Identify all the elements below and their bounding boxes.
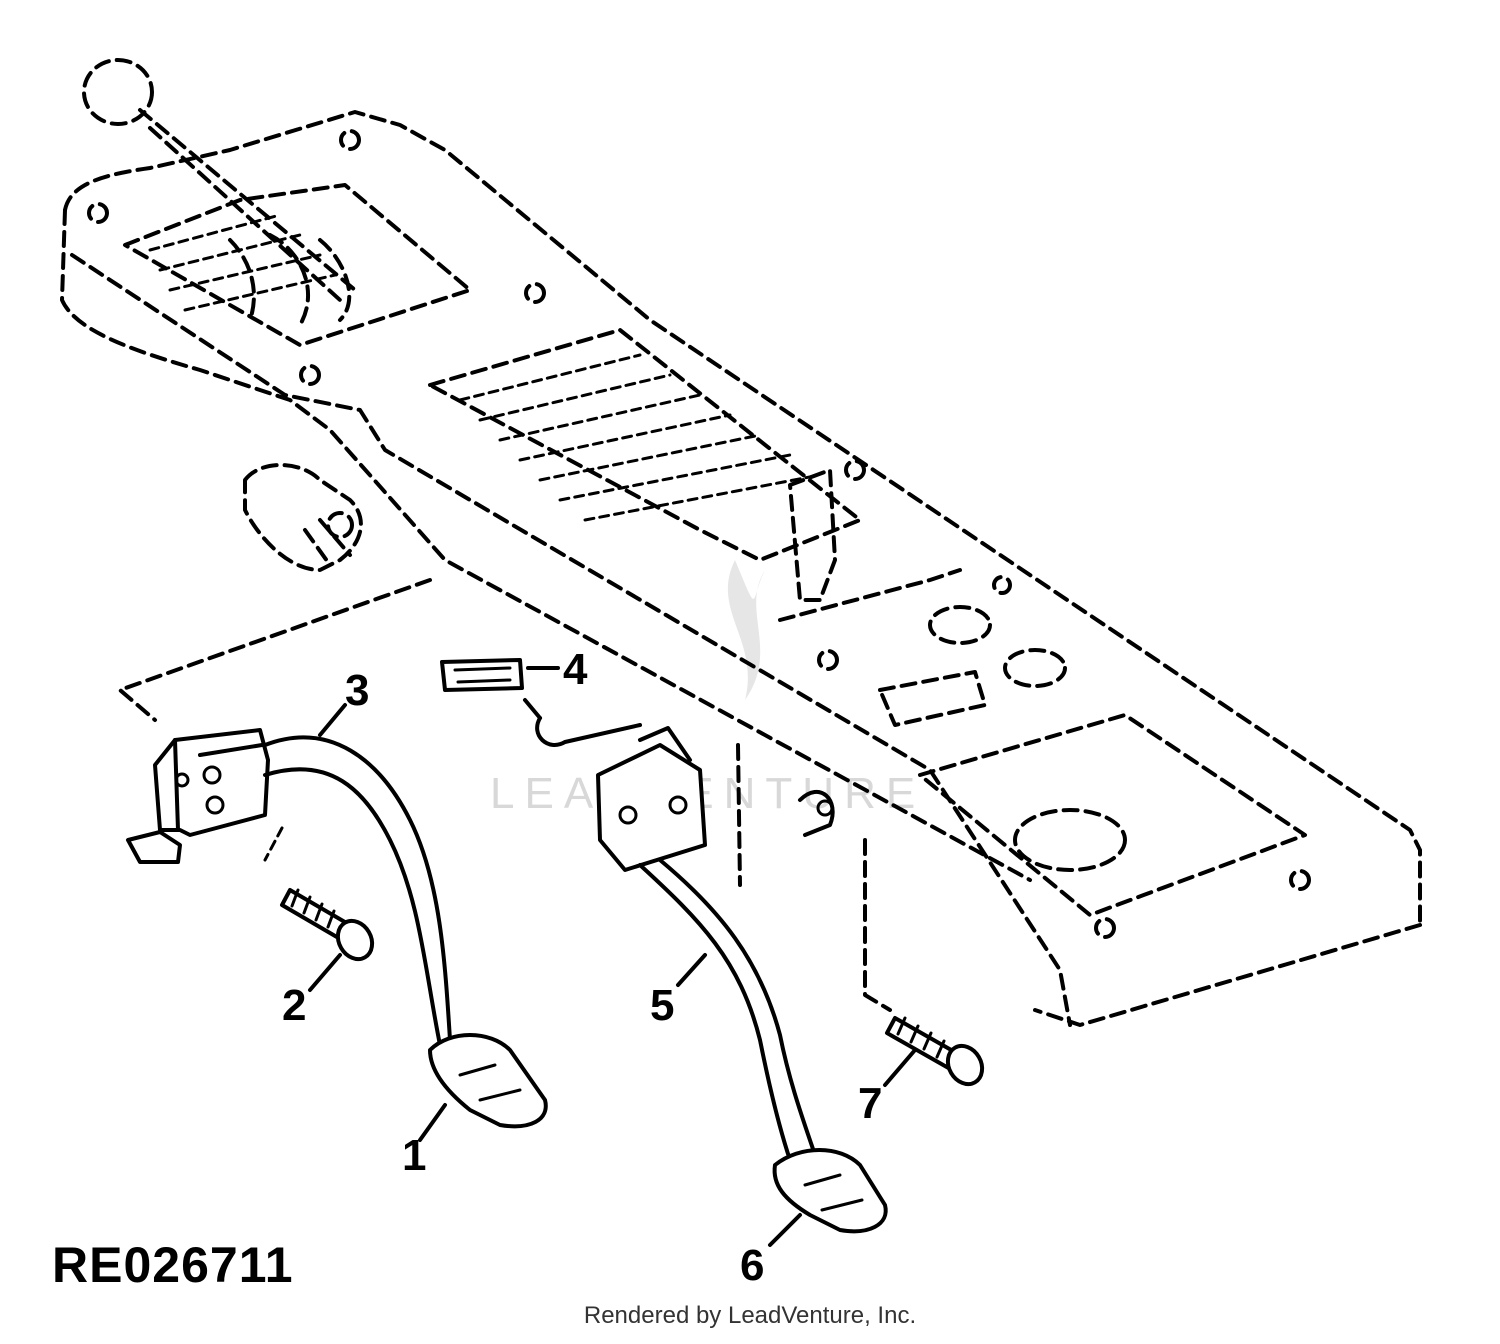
switch-opening bbox=[878, 670, 987, 727]
ground-hole bbox=[816, 799, 834, 817]
clip-4-body bbox=[440, 658, 524, 692]
connector-6-body bbox=[772, 1148, 888, 1234]
alignment-lines bbox=[118, 578, 892, 1012]
switch-5-terminal bbox=[668, 795, 688, 815]
vent-grille bbox=[428, 328, 862, 562]
mount-bracket bbox=[243, 463, 363, 572]
left-alignment-line bbox=[118, 578, 432, 722]
hole bbox=[844, 459, 866, 481]
connector-1[interactable] bbox=[428, 1033, 548, 1129]
housing-left-edge bbox=[60, 208, 1032, 882]
vent-grille-slats bbox=[458, 353, 822, 522]
shift-plate bbox=[123, 183, 472, 347]
leader-6 bbox=[768, 1213, 802, 1247]
clip-4[interactable] bbox=[440, 658, 524, 692]
reference-code: RE026711 bbox=[52, 1237, 294, 1293]
switch-5[interactable] bbox=[535, 716, 707, 872]
screw-7[interactable] bbox=[885, 1016, 989, 1090]
housing-right-bottom-edge bbox=[1033, 923, 1422, 1027]
callout-5[interactable]: 5 bbox=[650, 981, 674, 1030]
callout-3[interactable]: 3 bbox=[345, 666, 369, 715]
leader-4-clip bbox=[523, 698, 542, 720]
bracket-bolt bbox=[326, 511, 354, 539]
center-alignment-line bbox=[736, 743, 742, 887]
harness-5[interactable] bbox=[638, 858, 817, 1162]
switch-5-terminal bbox=[618, 805, 638, 825]
connector-6-detail bbox=[803, 1173, 864, 1212]
render-credit: Rendered by LeadVenture, Inc. bbox=[583, 1302, 917, 1329]
hole bbox=[992, 575, 1012, 595]
switch-3-tab bbox=[126, 830, 182, 864]
lever-slot bbox=[778, 568, 962, 622]
callout-1[interactable]: 1 bbox=[402, 1131, 426, 1180]
leader-5 bbox=[676, 953, 707, 987]
screw-2-threads bbox=[290, 888, 336, 929]
console-housing bbox=[60, 58, 1422, 1027]
callout-6[interactable]: 6 bbox=[740, 1241, 764, 1290]
lever-knob bbox=[82, 58, 154, 126]
switch-3-terminal bbox=[202, 765, 222, 785]
shift-plate-slots bbox=[148, 213, 337, 312]
screw-7-threads bbox=[896, 1016, 946, 1059]
shift-gate bbox=[228, 233, 352, 327]
callout-7[interactable]: 7 bbox=[858, 1079, 882, 1128]
harness-5-wire bbox=[658, 858, 817, 1157]
hole bbox=[1289, 869, 1311, 891]
callout-2[interactable]: 2 bbox=[282, 981, 306, 1030]
screw-2-head bbox=[335, 918, 375, 962]
watermark: LEADVENTURE bbox=[490, 560, 925, 818]
switch-3[interactable] bbox=[126, 728, 270, 864]
switch-3-terminal bbox=[205, 795, 225, 815]
callout-leaders bbox=[308, 666, 917, 1247]
leader-7 bbox=[883, 1048, 917, 1087]
ignition-opening bbox=[1013, 808, 1127, 872]
housing-top-edge bbox=[63, 110, 1422, 927]
hole bbox=[817, 649, 839, 671]
right-alignment-line bbox=[863, 838, 892, 1012]
watermark-flame-icon bbox=[727, 560, 765, 700]
leader-1 bbox=[418, 1103, 447, 1142]
watermark-text: LEADVENTURE bbox=[490, 769, 925, 818]
panel-box-top bbox=[918, 713, 1307, 917]
switch-5-actuator bbox=[638, 726, 692, 762]
harness-3-wire bbox=[263, 735, 452, 1042]
leader-3 bbox=[318, 703, 347, 737]
hole bbox=[87, 202, 109, 224]
screw-2[interactable] bbox=[280, 888, 379, 965]
switch-3-terminal bbox=[174, 772, 190, 788]
screw-alignment-line bbox=[263, 826, 284, 862]
harness-3-wire bbox=[263, 767, 442, 1047]
leader-2 bbox=[308, 953, 342, 992]
housing-lower-lip bbox=[70, 253, 1072, 1027]
connector-1-body bbox=[428, 1033, 548, 1129]
switch-5-body bbox=[596, 743, 707, 872]
hole bbox=[299, 364, 321, 386]
center-lever bbox=[788, 468, 837, 602]
screw-7-head bbox=[945, 1043, 985, 1087]
harness-3[interactable] bbox=[263, 735, 452, 1047]
clip-4-detail bbox=[453, 666, 512, 684]
harness-5-wire bbox=[638, 863, 792, 1162]
hole bbox=[339, 129, 361, 151]
callout-4[interactable]: 4 bbox=[563, 645, 588, 694]
callout-labels: 1 2 3 4 5 6 7 bbox=[282, 645, 882, 1290]
hole bbox=[1094, 917, 1116, 939]
gauge-hole-2 bbox=[1003, 648, 1067, 688]
bracket-detail bbox=[303, 518, 352, 567]
hole bbox=[524, 282, 546, 304]
connector-6[interactable] bbox=[772, 1148, 888, 1234]
switch-5-lead bbox=[535, 716, 642, 747]
gauge-hole-1 bbox=[928, 605, 992, 645]
ground-tab bbox=[798, 789, 835, 837]
connector-1-detail bbox=[458, 1063, 522, 1102]
